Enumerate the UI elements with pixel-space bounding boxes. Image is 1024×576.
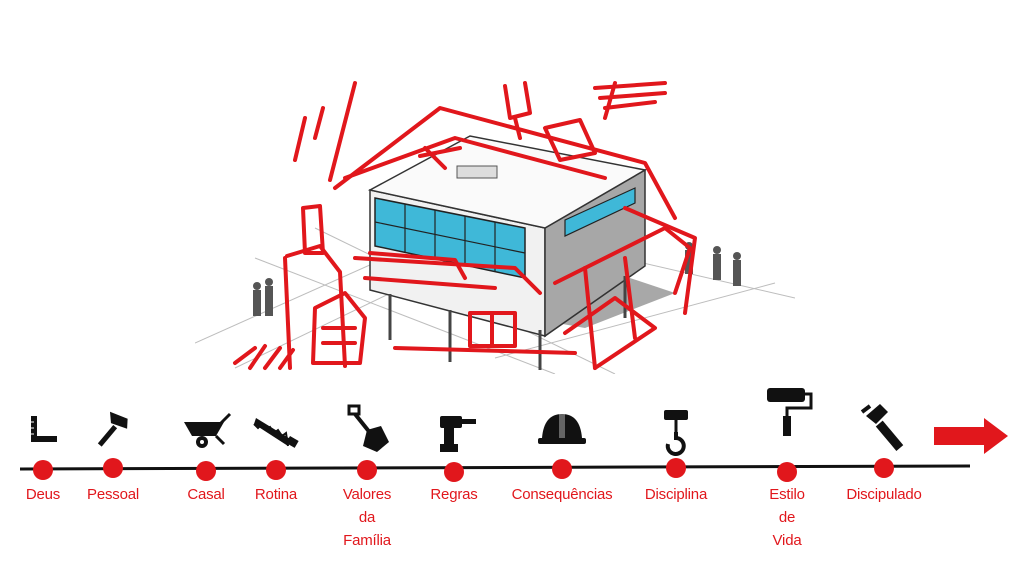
crane-hook-icon [664,410,688,456]
hammer-icon [97,411,128,447]
timeline-step-label: Regras [430,486,478,503]
timeline-dot [874,458,894,478]
timeline-step-label: Consequências [511,486,613,503]
timeline-dot [33,460,53,480]
timeline-dots [33,458,894,482]
timeline-step-label: Disciplina [644,486,708,503]
timeline-dot [777,462,797,482]
shovel-icon [347,404,389,452]
timeline-dot [103,458,123,478]
paint-roller-icon [767,388,813,436]
timeline-step-label: Estilo de Vida [769,486,805,549]
timeline-dot [196,461,216,481]
drill-icon [440,416,476,452]
hard-hat-icon [538,414,586,444]
timeline-step-label: Rotina [254,486,298,503]
timeline-dot [444,462,464,482]
carpenter-square-icon [31,416,57,442]
timeline-step-label: Casal [187,486,225,503]
pipe-wrench-icon [860,404,904,451]
wheelbarrow-icon [184,412,232,448]
timeline-step-label: Discipulado [846,486,922,503]
timeline-dot [666,458,686,478]
timeline-step-label: Valores da Família [342,486,392,549]
saw-icon [253,418,299,448]
timeline-step-label: Deus [25,486,61,503]
timeline-arrow [934,418,1008,454]
house-sketch-illustration [195,81,795,374]
timeline-dot [552,459,572,479]
timeline-dot [266,460,286,480]
timeline-icons [31,388,904,456]
timeline-step-label: Pessoal [87,486,139,503]
timeline-dot [357,460,377,480]
timeline-axis [19,464,971,471]
